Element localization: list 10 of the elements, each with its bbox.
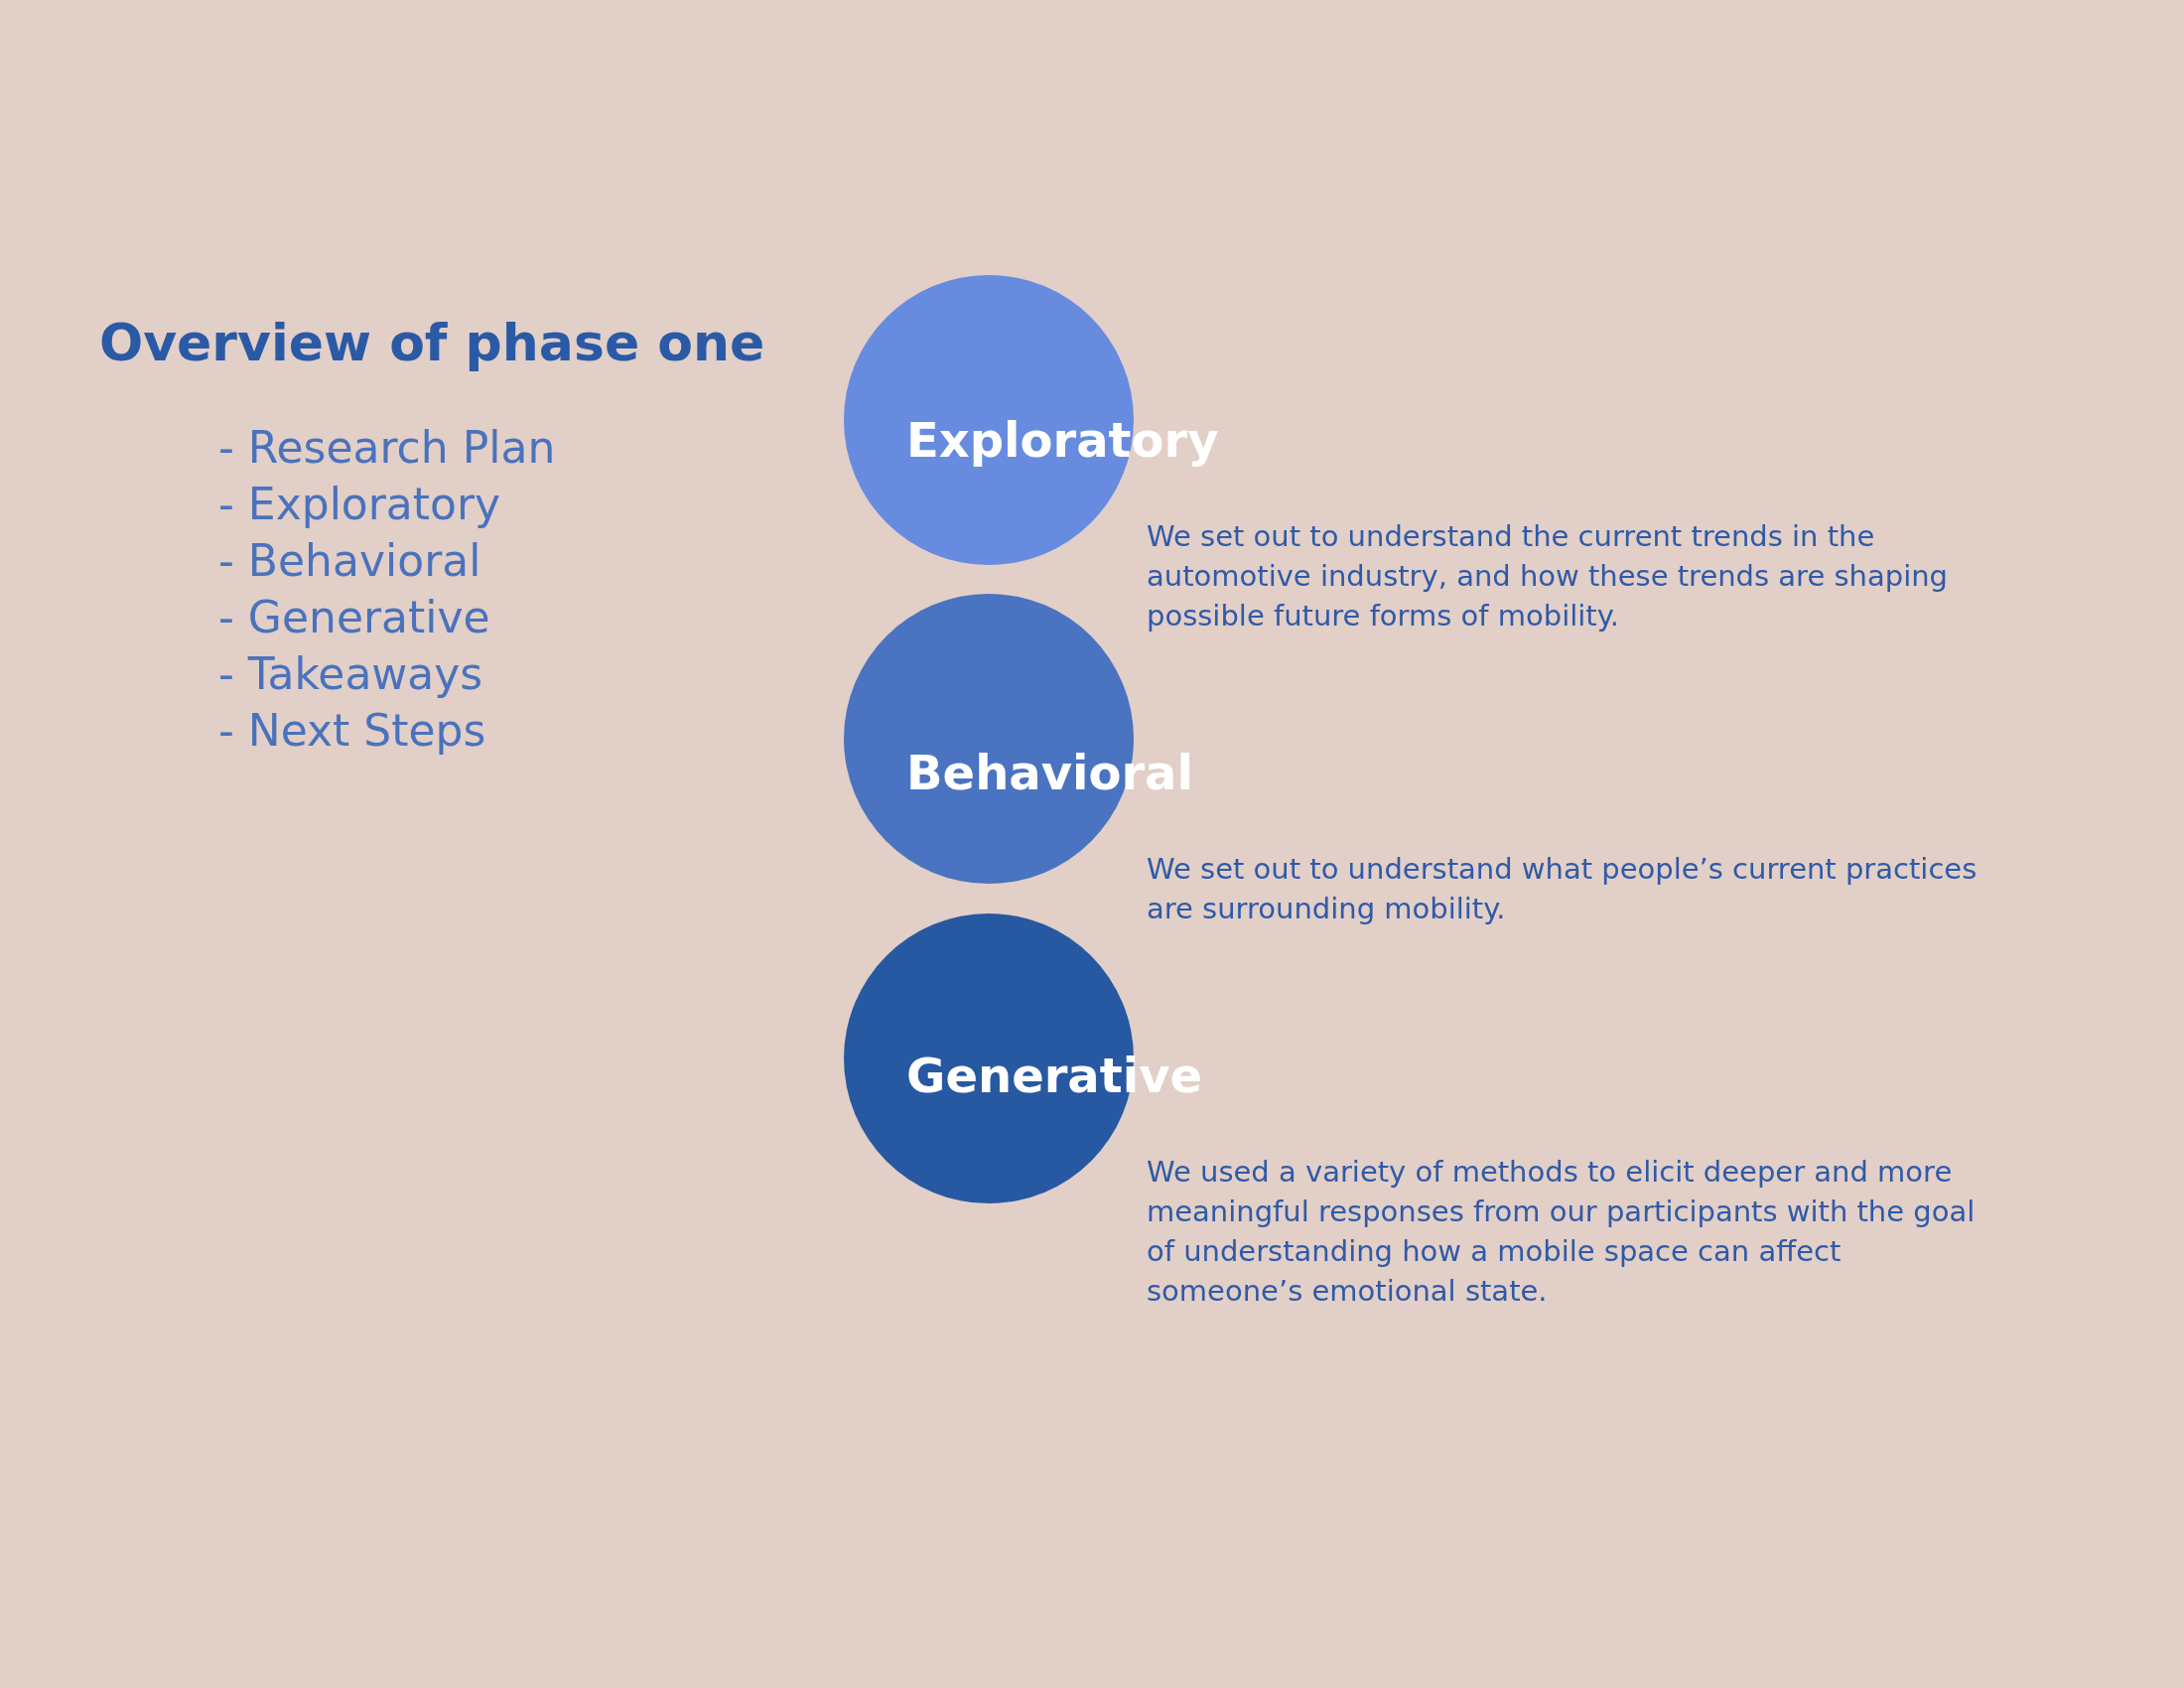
phase-description: We used a variety of methods to elicit deeper and more meaningful responses from our participants with the goal of understanding how a mobile space can affect someone’s emotional state.	[1147, 1154, 1977, 1310]
list-item: - Research Plan	[218, 422, 556, 473]
phase-description: We set out to understand what people’s current practices are surrounding mobility.	[1147, 851, 1979, 927]
phase-description: We set out to understand the current trends in the automotive industry, and how these trends are shaping possible future forms of mobility.	[1147, 518, 1949, 634]
list-item: - Behavioral	[218, 535, 481, 586]
list-item: - Exploratory	[218, 479, 501, 529]
list-item: - Takeaways	[218, 648, 483, 699]
list-item: - Generative	[218, 592, 490, 642]
list-item: - Next Steps	[218, 705, 486, 756]
slide-title: Overview of phase one	[99, 313, 765, 372]
